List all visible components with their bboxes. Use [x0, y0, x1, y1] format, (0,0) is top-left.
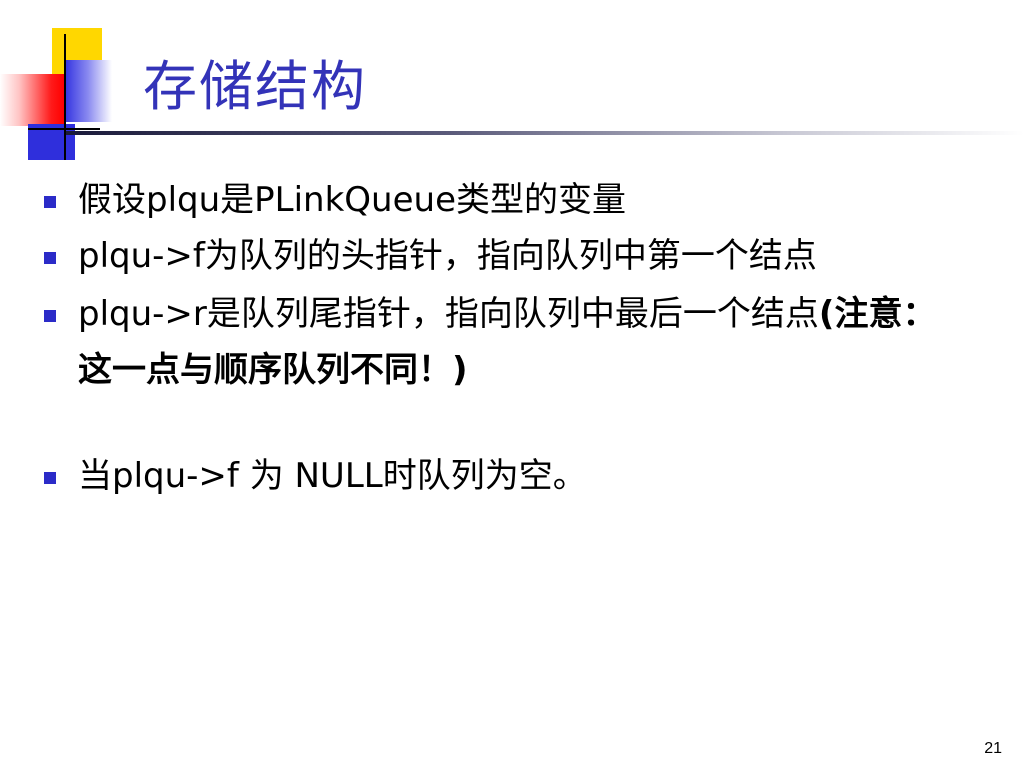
blue-square — [28, 124, 75, 160]
bullet-text: plqu->f为队列的头指针，指向队列中第一个结点 — [78, 228, 958, 284]
bullet-text-emphasis: (注意：这一点与顺序队列不同！) — [78, 294, 937, 390]
decorative-corner-graphic — [0, 0, 200, 170]
blue-gradient-block — [64, 60, 112, 122]
bullet-item: plqu->f为队列的头指针，指向队列中第一个结点 — [40, 228, 1000, 284]
slide-title: 存储结构 — [143, 55, 367, 118]
bullet-marker-icon — [44, 310, 56, 322]
red-gradient-bar — [0, 74, 64, 126]
bullet-text-main: plqu->f为队列的头指针，指向队列中第一个结点 — [78, 236, 817, 276]
vertical-rule — [64, 34, 66, 160]
bullet-marker-icon — [44, 472, 56, 484]
bullet-text: plqu->r是队列尾指针，指向队列中最后一个结点(注意：这一点与顺序队列不同！… — [78, 286, 958, 398]
bullet-text-main: plqu->r是队列尾指针，指向队列中最后一个结点 — [78, 294, 819, 334]
bullet-text-main: 假设plqu是PLinkQueue类型的变量 — [78, 180, 626, 220]
bullet-item: 当plqu->f 为 NULL时队列为空。 — [40, 448, 1000, 504]
bullet-text: 当plqu->f 为 NULL时队列为空。 — [78, 448, 958, 504]
bullet-item: 假设plqu是PLinkQueue类型的变量 — [40, 172, 1000, 228]
bullet-marker-icon — [44, 252, 56, 264]
title-underline — [66, 131, 1024, 135]
bullet-text: 假设plqu是PLinkQueue类型的变量 — [78, 172, 958, 228]
bullet-item: plqu->r是队列尾指针，指向队列中最后一个结点(注意：这一点与顺序队列不同！… — [40, 286, 1000, 398]
page-number: 21 — [984, 740, 1002, 757]
bullet-text-main: 当plqu->f 为 NULL时队列为空。 — [78, 456, 587, 496]
bullet-list: 假设plqu是PLinkQueue类型的变量 plqu->f为队列的头指针，指向… — [40, 172, 1000, 504]
horizontal-rule — [28, 128, 100, 130]
bullet-marker-icon — [44, 196, 56, 208]
